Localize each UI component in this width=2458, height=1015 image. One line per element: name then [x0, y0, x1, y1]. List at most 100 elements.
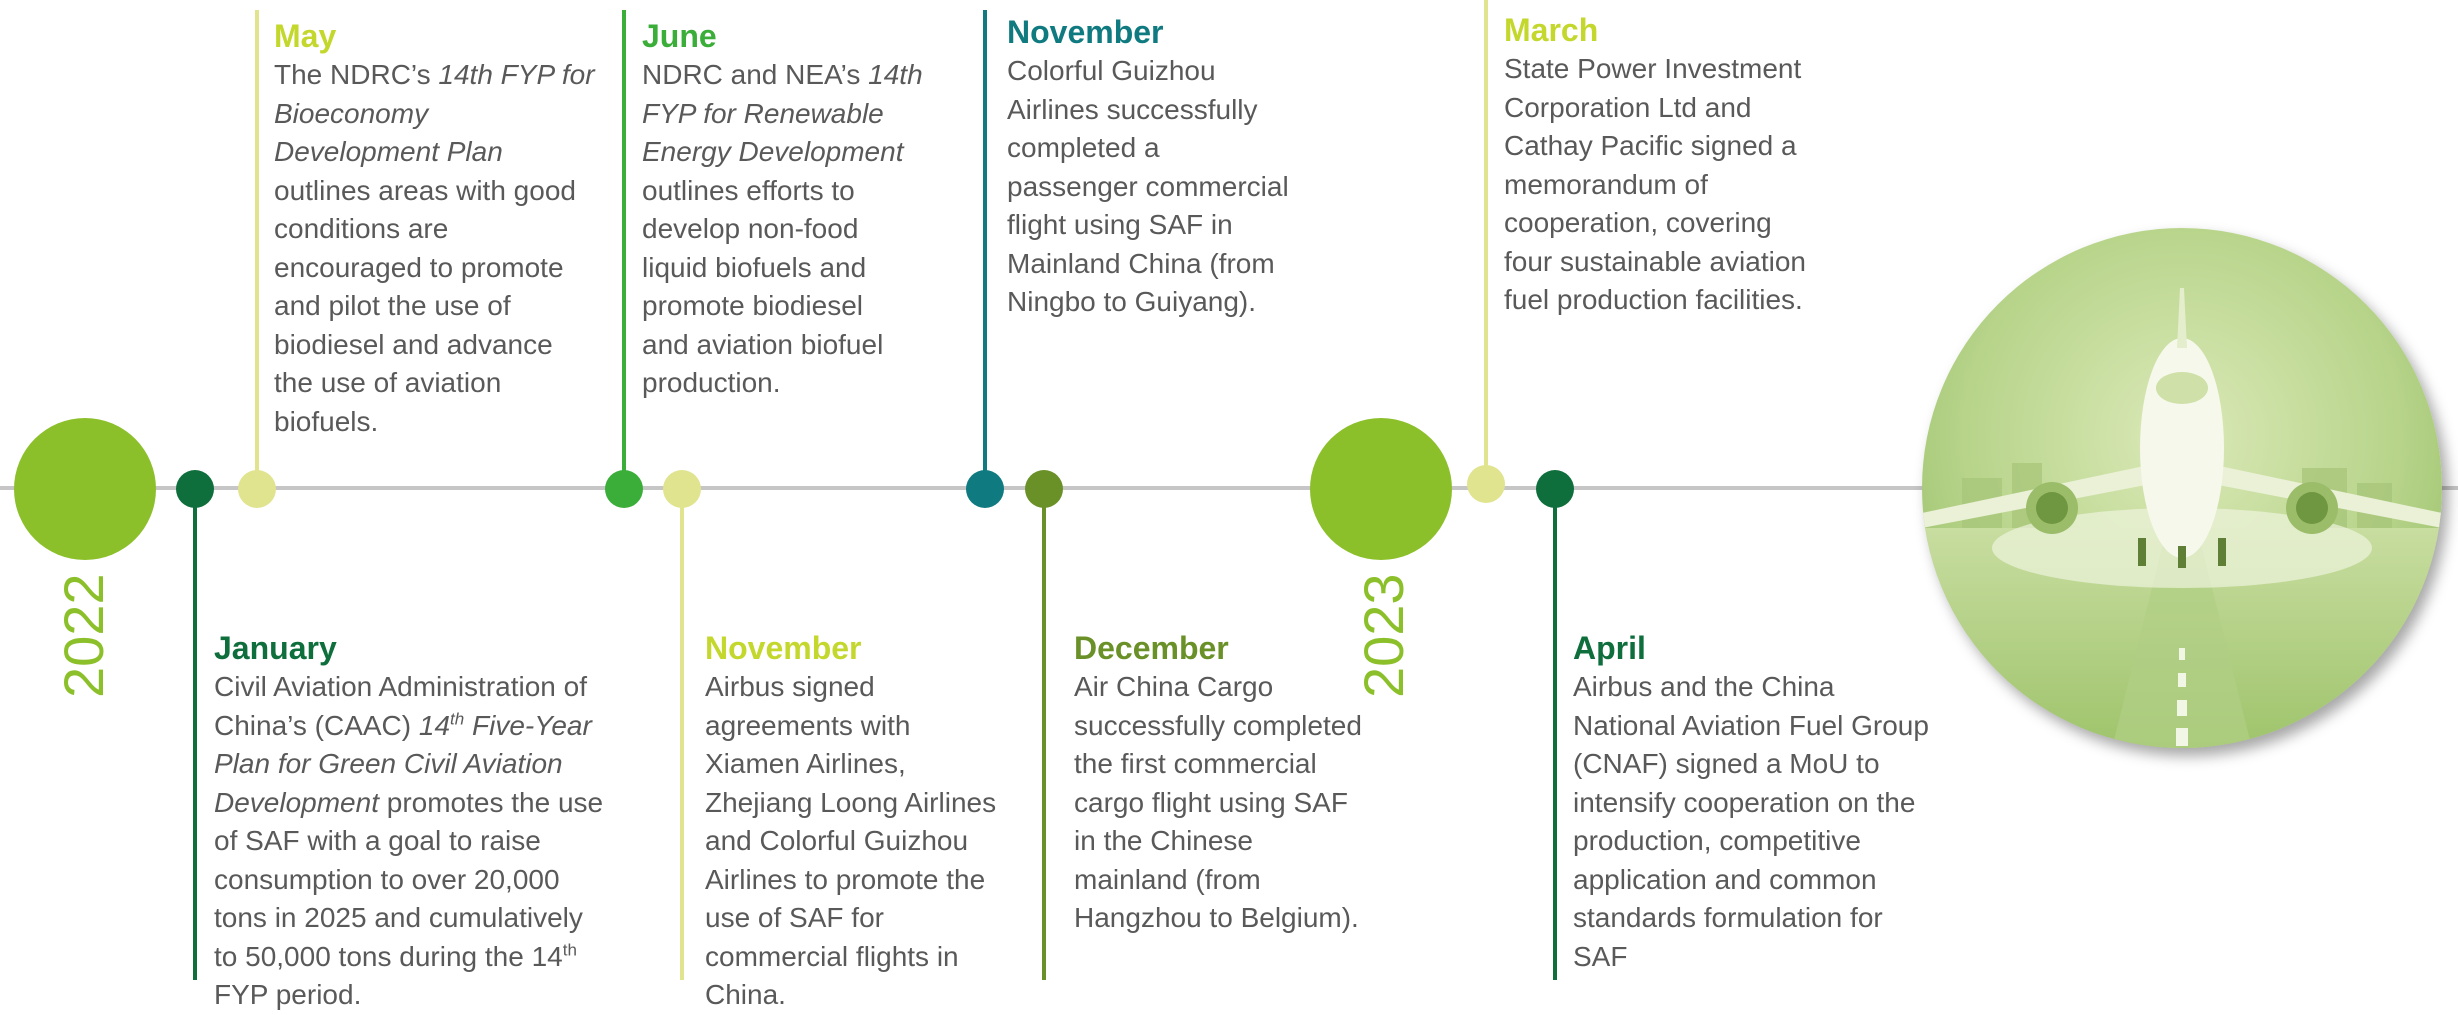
description-line: conditions are: [274, 213, 449, 244]
description-line: State Power Investment: [1504, 53, 1802, 84]
description-line: National Aviation Fuel Group: [1573, 709, 1929, 741]
description-line: passenger commercial: [1007, 170, 1289, 202]
description-line: and Colorful Guizhou: [705, 825, 969, 856]
description-line: The NDRC’s 14th FYP for: [274, 59, 595, 90]
description-line: biodiesel and advance: [274, 328, 553, 360]
stem-may: [255, 10, 259, 488]
description-line: Xiamen Airlines,: [705, 748, 906, 779]
description-line: use of SAF for: [705, 902, 884, 933]
description-line: FYP for Renewable: [642, 97, 884, 129]
airplane-photo: [1922, 228, 2442, 748]
description-line: agreements with: [705, 709, 911, 741]
description-line: Air China Cargo: [1074, 671, 1274, 702]
description-line: tons in 2025 and cumulatively: [214, 902, 583, 933]
dot-march: [1467, 465, 1505, 503]
event-month: November: [705, 630, 862, 666]
description-line: completed a: [1007, 132, 1160, 163]
description-line: memorandum of: [1504, 168, 1708, 200]
description-line: (CNAF) signed a MoU to: [1573, 748, 1880, 779]
description-line: Plan for Green Civil Aviation: [214, 748, 563, 779]
event-month: May: [274, 18, 337, 54]
description-line: Development promotes the use: [214, 786, 604, 818]
description-line: Airlines to promote the: [705, 863, 986, 895]
description-line: intensify cooperation on the: [1573, 786, 1916, 818]
description-line: application and common: [1573, 863, 1877, 895]
description-line: the use of aviation: [274, 367, 502, 398]
timeline-axis: [0, 486, 2458, 490]
description-line: Energy Development: [642, 136, 904, 167]
dot-november-b: [966, 470, 1004, 508]
description-line: Zhejiang Loong Airlines: [705, 786, 997, 818]
description-line: mainland (from: [1074, 863, 1261, 895]
dot-may: [238, 470, 276, 508]
event-month: June: [642, 18, 717, 54]
year-dot-2023: [1310, 418, 1452, 560]
description-line: cargo flight using SAF: [1074, 786, 1348, 818]
description-line: Airbus signed: [705, 671, 875, 702]
year-dot-2022: [14, 418, 156, 560]
description-line: Cathay Pacific signed a: [1504, 130, 1797, 161]
stem-march: [1484, 0, 1488, 488]
event-month: January: [214, 630, 337, 666]
description-line: fuel production facilities.: [1504, 284, 1803, 315]
dot-june: [605, 470, 643, 508]
event-december: December Air China Cargo successfully com…: [1074, 628, 1404, 938]
stem-december: [1042, 490, 1046, 980]
stem-april: [1553, 490, 1557, 980]
description-line: Hangzhou to Belgium).: [1074, 902, 1359, 933]
description-line: liquid biofuels and: [642, 251, 867, 283]
description-line: commercial flights in: [705, 940, 959, 972]
event-january: January Civil Aviation Administration of…: [214, 628, 644, 1015]
description-line: promote biodiesel: [642, 290, 864, 321]
description-line: production.: [642, 367, 781, 398]
stem-november-a: [680, 490, 684, 980]
description-line: encouraged to promote: [274, 251, 564, 283]
description-line: cooperation, covering: [1504, 207, 1772, 238]
description-line: NDRC and NEA’s 14th: [642, 59, 923, 90]
description-line: consumption to over 20,000: [214, 863, 560, 895]
description-line: China’s (CAAC) 14th Five-Year: [214, 709, 592, 741]
event-month: March: [1504, 12, 1599, 48]
dot-december: [1025, 470, 1063, 508]
description-line: outlines efforts to: [642, 174, 855, 206]
description-line: standards formulation for: [1573, 902, 1883, 933]
description-line: outlines areas with good: [274, 174, 576, 206]
description-line: successfully completed: [1074, 709, 1362, 741]
description-line: Corporation Ltd and: [1504, 91, 1752, 123]
description-line: SAF: [1573, 940, 1628, 972]
description-line: production, competitive: [1573, 825, 1861, 856]
airplane-icon: [1922, 228, 2442, 748]
event-month: December: [1074, 630, 1229, 666]
description-line: in the Chinese: [1074, 825, 1254, 856]
description-line: develop non-food: [642, 213, 859, 244]
description-line: flight using SAF in: [1007, 209, 1233, 240]
description-line: biofuels.: [274, 405, 379, 437]
description-line: Bioeconomy: [274, 97, 429, 129]
description-line: Airlines successfully: [1007, 93, 1258, 125]
year-label-2022: 2022: [52, 573, 115, 698]
event-month: April: [1573, 630, 1646, 666]
description-line: Development Plan: [274, 136, 503, 167]
stem-january: [193, 490, 197, 980]
description-line: four sustainable aviation: [1504, 245, 1806, 277]
description-line: Ningbo to Guiyang).: [1007, 286, 1257, 317]
stem-june: [622, 10, 626, 488]
description-line: Civil Aviation Administration of: [214, 671, 587, 702]
dot-november-a: [663, 470, 701, 508]
dot-april: [1536, 470, 1574, 508]
description-line: Airbus and the China: [1573, 671, 1835, 702]
description-line: to 50,000 tons during the 14th: [214, 940, 577, 972]
event-month: November: [1007, 14, 1164, 50]
dot-january: [176, 470, 214, 508]
